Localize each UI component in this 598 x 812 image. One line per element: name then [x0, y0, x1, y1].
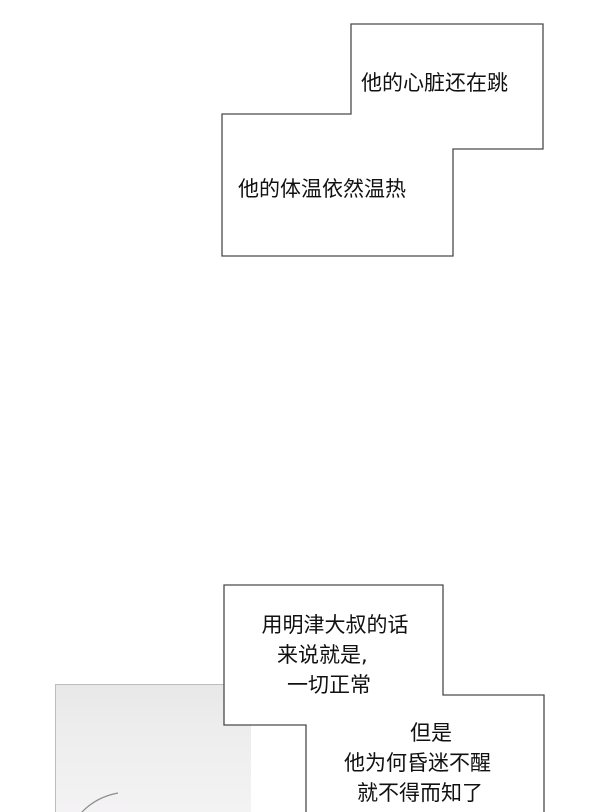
- caption-why-unconscious: 他为何昏迷不醒: [344, 751, 491, 775]
- caption-but: 但是: [410, 721, 452, 745]
- illustration-panel: [55, 684, 251, 812]
- caption-heart-beating: 他的心脏还在跳: [361, 71, 508, 95]
- caption-uncle-words: 用明津大叔的话: [261, 613, 409, 637]
- caption-saying: 来说就是,: [277, 643, 368, 667]
- caption-body-warm: 他的体温依然温热: [238, 177, 406, 201]
- caption-all-normal: 一切正常: [287, 673, 371, 697]
- caption-unknown: 就不得而知了: [357, 781, 483, 805]
